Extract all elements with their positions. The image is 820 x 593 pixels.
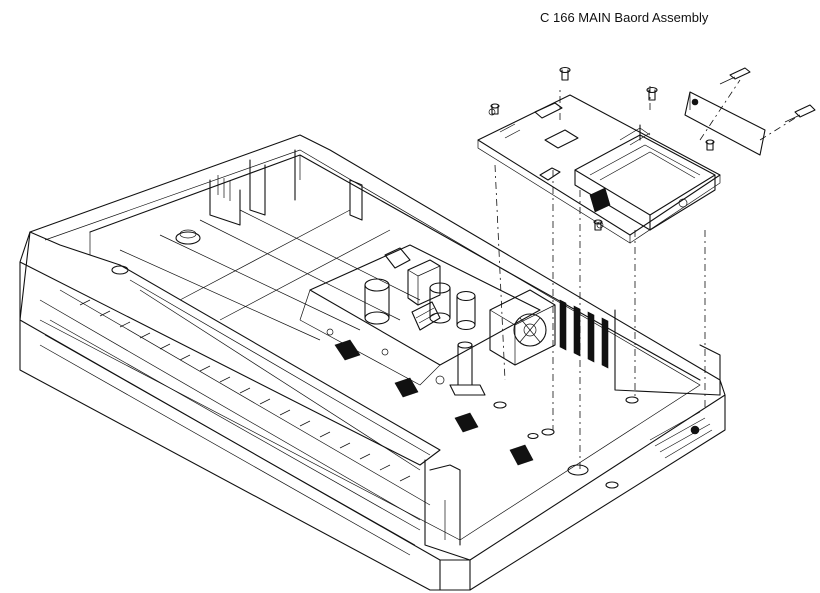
screw	[646, 86, 658, 101]
vent-grille-right	[649, 411, 713, 459]
main-board-assembly	[477, 91, 766, 244]
screw	[705, 139, 715, 151]
heatsink	[411, 301, 441, 331]
rear-panel-plate	[684, 91, 766, 156]
assembly-guide-lines	[494, 79, 801, 470]
capacitor-large	[364, 278, 390, 325]
front-tray-grid	[19, 231, 441, 556]
screw-horizontal	[784, 104, 816, 123]
chassis-standoffs	[493, 396, 639, 489]
capacitor-right	[429, 282, 476, 331]
left-vents	[217, 175, 231, 201]
card-cage-bracket	[574, 124, 716, 231]
transformer	[407, 259, 441, 306]
screw	[559, 66, 571, 81]
support-post	[449, 341, 486, 396]
screws	[490, 66, 816, 231]
power-supply-board	[299, 244, 541, 386]
rear-slots	[559, 299, 609, 369]
card-slots	[334, 339, 534, 466]
screw-horizontal	[719, 67, 751, 85]
screw	[593, 219, 603, 231]
cooling-fan	[489, 289, 556, 366]
base-chassis	[19, 134, 726, 591]
screw	[490, 103, 500, 115]
callout-label: C 166 MAIN Baord Assembly	[540, 10, 709, 25]
